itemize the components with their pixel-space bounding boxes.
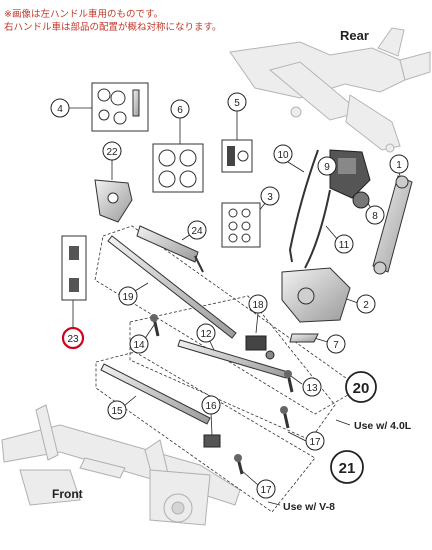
use-with-4-0l-label: Use w/ 4.0L: [354, 420, 412, 432]
callout-9: 9: [317, 156, 337, 176]
svg-text:20: 20: [353, 380, 370, 397]
callout-19: 19: [118, 286, 138, 306]
svg-text:8: 8: [372, 211, 378, 222]
callout-8: 8: [365, 205, 385, 225]
svg-text:19: 19: [122, 292, 134, 303]
svg-text:13: 13: [306, 383, 318, 394]
callout-2: 2: [356, 294, 376, 314]
bushing-kit-part-4: [91, 82, 149, 132]
svg-text:11: 11: [339, 240, 350, 251]
steering-gear-part-2: [281, 267, 351, 323]
long-tie-rod-part-15: [100, 363, 211, 425]
svg-text:22: 22: [106, 147, 118, 158]
right-hand-drive-note: 右ハンドル車は部品の配置が概ね対称になります。: [4, 22, 222, 33]
svg-text:5: 5: [234, 98, 240, 109]
ball-joint-part-23: [61, 235, 87, 301]
callout-16: 16: [201, 395, 221, 415]
callout-1: 1: [389, 154, 409, 174]
pitman-arm-part-7: [289, 333, 319, 343]
svg-text:21: 21: [339, 460, 356, 477]
o-ring-kit-part-3: [221, 202, 261, 248]
callout-11: 11: [334, 234, 354, 254]
callout-4: 4: [50, 98, 70, 118]
callout-17-upper: 17: [305, 431, 325, 451]
callout-18: 18: [248, 294, 268, 314]
svg-text:24: 24: [191, 226, 203, 237]
callout-5: 5: [227, 92, 247, 112]
svg-text:3: 3: [267, 192, 273, 203]
ball-stud-part-17-lower: [234, 454, 244, 475]
use-with-v8-label: Use w/ V-8: [283, 501, 335, 513]
grommet-set-part-6: [152, 143, 204, 193]
assembly-group-outlines: [94, 225, 361, 513]
svg-text:14: 14: [133, 340, 145, 351]
svg-text:18: 18: [252, 300, 264, 311]
callout-17-lower: 17: [256, 479, 276, 499]
callout-14: 14: [129, 334, 149, 354]
svg-text:7: 7: [333, 340, 339, 351]
svg-text:2: 2: [363, 300, 369, 311]
svg-text:12: 12: [200, 329, 212, 340]
callout-24: 24: [187, 220, 207, 240]
steering-knuckle-part-22: [94, 179, 133, 223]
callout-3: 3: [260, 186, 280, 206]
adjuster-sleeve-part-16: [203, 434, 221, 448]
svg-text:1: 1: [396, 160, 402, 171]
rear-suspension-illustration: [229, 27, 431, 153]
svg-text:17: 17: [309, 437, 321, 448]
callout-21: 21: [330, 450, 364, 484]
steering-stabilizer-part-24: [136, 225, 204, 273]
steering-shaft-part-1: [372, 175, 413, 275]
ball-stud-part-13: [284, 370, 294, 393]
tie-rod-part-12: [177, 339, 289, 379]
callout-12: 12: [196, 323, 216, 343]
callout-7: 7: [326, 334, 346, 354]
callout-22: 22: [102, 141, 122, 161]
front-label: Front: [52, 487, 83, 501]
ball-stud-part-17-upper: [280, 406, 290, 429]
callout-10: 10: [273, 144, 293, 164]
ball-stud-part-14: [150, 314, 160, 337]
callout-23-highlighted: 23: [61, 326, 85, 350]
callout-group: 4 6 5 22 1 9 10 8 3 11 24 2 18 7 19 14 1…: [50, 92, 409, 499]
svg-text:16: 16: [205, 401, 217, 412]
pulley-part-8: [352, 191, 370, 209]
svg-text:10: 10: [277, 150, 289, 161]
front-axle-illustration: [1, 404, 241, 526]
callout-13: 13: [302, 377, 322, 397]
drag-link-part-19: [107, 235, 237, 339]
callout-15: 15: [107, 400, 127, 420]
svg-text:15: 15: [111, 406, 123, 417]
svg-text:4: 4: [57, 104, 63, 115]
rear-label: Rear: [340, 28, 369, 43]
callout-20: 20: [345, 371, 377, 403]
callout-6: 6: [170, 99, 190, 119]
svg-text:9: 9: [324, 162, 330, 173]
svg-text:6: 6: [177, 105, 183, 116]
seal-kit-part-5: [221, 139, 253, 173]
svg-text:23: 23: [67, 334, 79, 345]
svg-text:17: 17: [260, 485, 272, 496]
return-hose-part-11: [304, 189, 331, 269]
tie-rod-end-part-18: [245, 335, 275, 360]
left-hand-drive-note: ※画像は左ハンドル車用のものです。: [4, 9, 164, 20]
power-steering-pump-part-9: [329, 149, 371, 199]
pressure-hose-part-10: [288, 149, 319, 263]
